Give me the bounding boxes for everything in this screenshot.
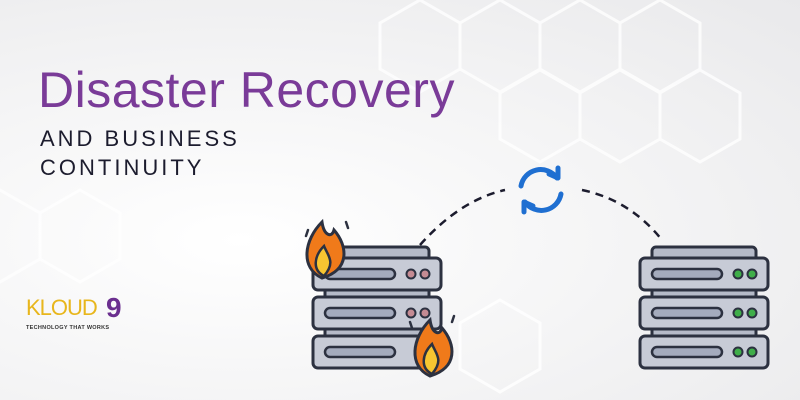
dashed-link-right <box>581 188 663 241</box>
logo-numeral: 9 <box>106 292 122 323</box>
spark-icon <box>304 220 456 330</box>
healthy-server-icon <box>640 247 768 368</box>
logo-tagline: TECHNOLOGY THAT WORKS <box>26 325 110 331</box>
sync-icon <box>518 165 564 215</box>
dashed-link-left <box>419 188 506 246</box>
fire-icon <box>305 220 346 280</box>
subtitle-line-2: CONTINUITY <box>40 155 205 180</box>
page-title: Disaster Recovery <box>38 62 455 118</box>
kloud9-logo: KLOUD 9 TECHNOLOGY THAT WORKS <box>26 292 136 338</box>
failed-server-icon <box>313 247 441 368</box>
subtitle: AND BUSINESS CONTINUITY <box>40 124 240 182</box>
subtitle-line-1: AND BUSINESS <box>40 126 240 151</box>
logo-wordmark: KLOUD <box>26 295 98 320</box>
